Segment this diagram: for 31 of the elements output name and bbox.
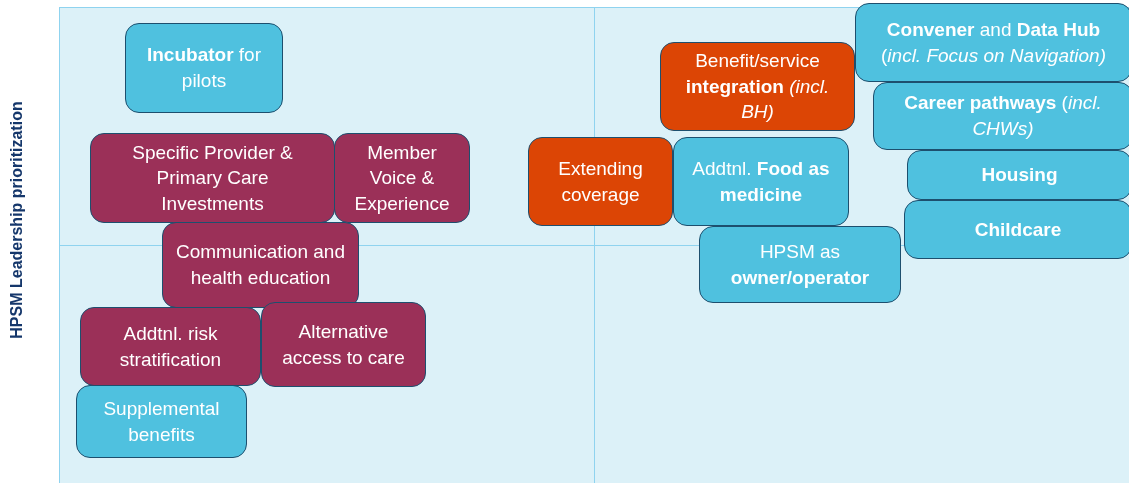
topic-box xyxy=(334,133,470,223)
topic-label: Incubator for pilots xyxy=(146,43,262,93)
topic-label: Specific Provider & Primary Care Investments xyxy=(131,140,294,216)
topic-box xyxy=(699,226,901,303)
topic-box xyxy=(855,3,1129,82)
topic-box xyxy=(162,222,359,308)
axis-title: HPSM Leadership prioritization xyxy=(8,101,26,339)
topic-label: Housing xyxy=(981,163,1058,188)
topic-label: Member Voice & Experience xyxy=(353,140,451,216)
topic-box xyxy=(90,133,335,223)
topic-box xyxy=(904,200,1129,259)
topic-label: Addtnl. Food as medicine xyxy=(691,156,831,207)
topic-label: Benefit/service integration (incl. BH) xyxy=(684,49,831,125)
topic-box xyxy=(907,150,1129,200)
topic-box xyxy=(261,302,426,387)
topic-box xyxy=(125,23,283,113)
topic-label: Convener and Data Hub (incl. Focus on Navigation) xyxy=(880,17,1107,68)
topic-box xyxy=(673,137,849,226)
topic-label: Extending coverage xyxy=(557,156,644,207)
topic-box xyxy=(873,82,1129,150)
topic-label: Addtnl. risk stratification xyxy=(118,321,223,372)
topic-box xyxy=(76,385,247,458)
topic-label: Supplemental benefits xyxy=(102,396,221,447)
topic-label: Childcare xyxy=(974,217,1062,242)
topic-label: Communication and health education xyxy=(175,240,346,290)
topic-label: Career pathways (incl. CHWs) xyxy=(903,91,1103,141)
topic-label: HPSM as owner/operator xyxy=(729,239,871,290)
topic-box xyxy=(80,307,261,386)
topic-box xyxy=(660,42,855,131)
topic-label: Alternative access to care xyxy=(281,319,406,370)
topic-box xyxy=(528,137,673,226)
